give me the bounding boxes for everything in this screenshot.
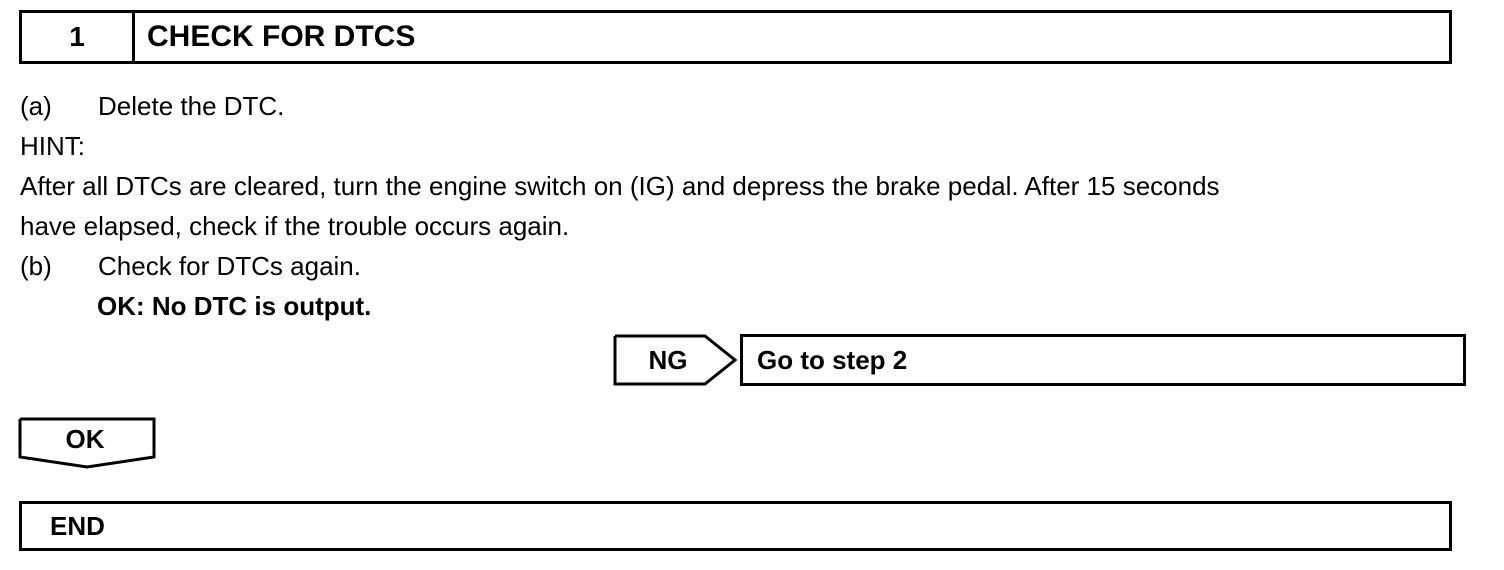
ok-down-arrow-icon — [18, 417, 156, 469]
hint-line-1: After all DTCs are cleared, turn the eng… — [20, 171, 1220, 201]
ok-condition: OK: No DTC is output. — [97, 291, 372, 321]
ng-action-text: Go to step 2 — [757, 344, 908, 375]
step-a-line: (a) Delete the DTC. — [20, 86, 284, 126]
ng-action-box: Go to step 2 — [740, 334, 1466, 386]
end-label: END — [50, 510, 105, 541]
step-b-label: (b) — [20, 251, 52, 281]
step-title: CHECK FOR DTCS — [147, 20, 416, 53]
ng-arrow-icon — [613, 334, 738, 386]
step-number: 1 — [22, 13, 135, 61]
step-b-line: (b) Check for DTCs again. — [20, 246, 361, 286]
hint-line-2: have elapsed, check if the trouble occur… — [20, 211, 570, 241]
end-box: END — [19, 501, 1452, 551]
step-a-text: Delete the DTC. — [98, 91, 285, 121]
step-header: 1 CHECK FOR DTCS — [19, 10, 1452, 64]
hint-label: HINT: — [20, 131, 85, 161]
ok-label: OK — [65, 423, 105, 454]
ng-label: NG — [648, 344, 688, 375]
step-a-label: (a) — [20, 91, 52, 121]
step-b-text: Check for DTCs again. — [98, 251, 361, 281]
